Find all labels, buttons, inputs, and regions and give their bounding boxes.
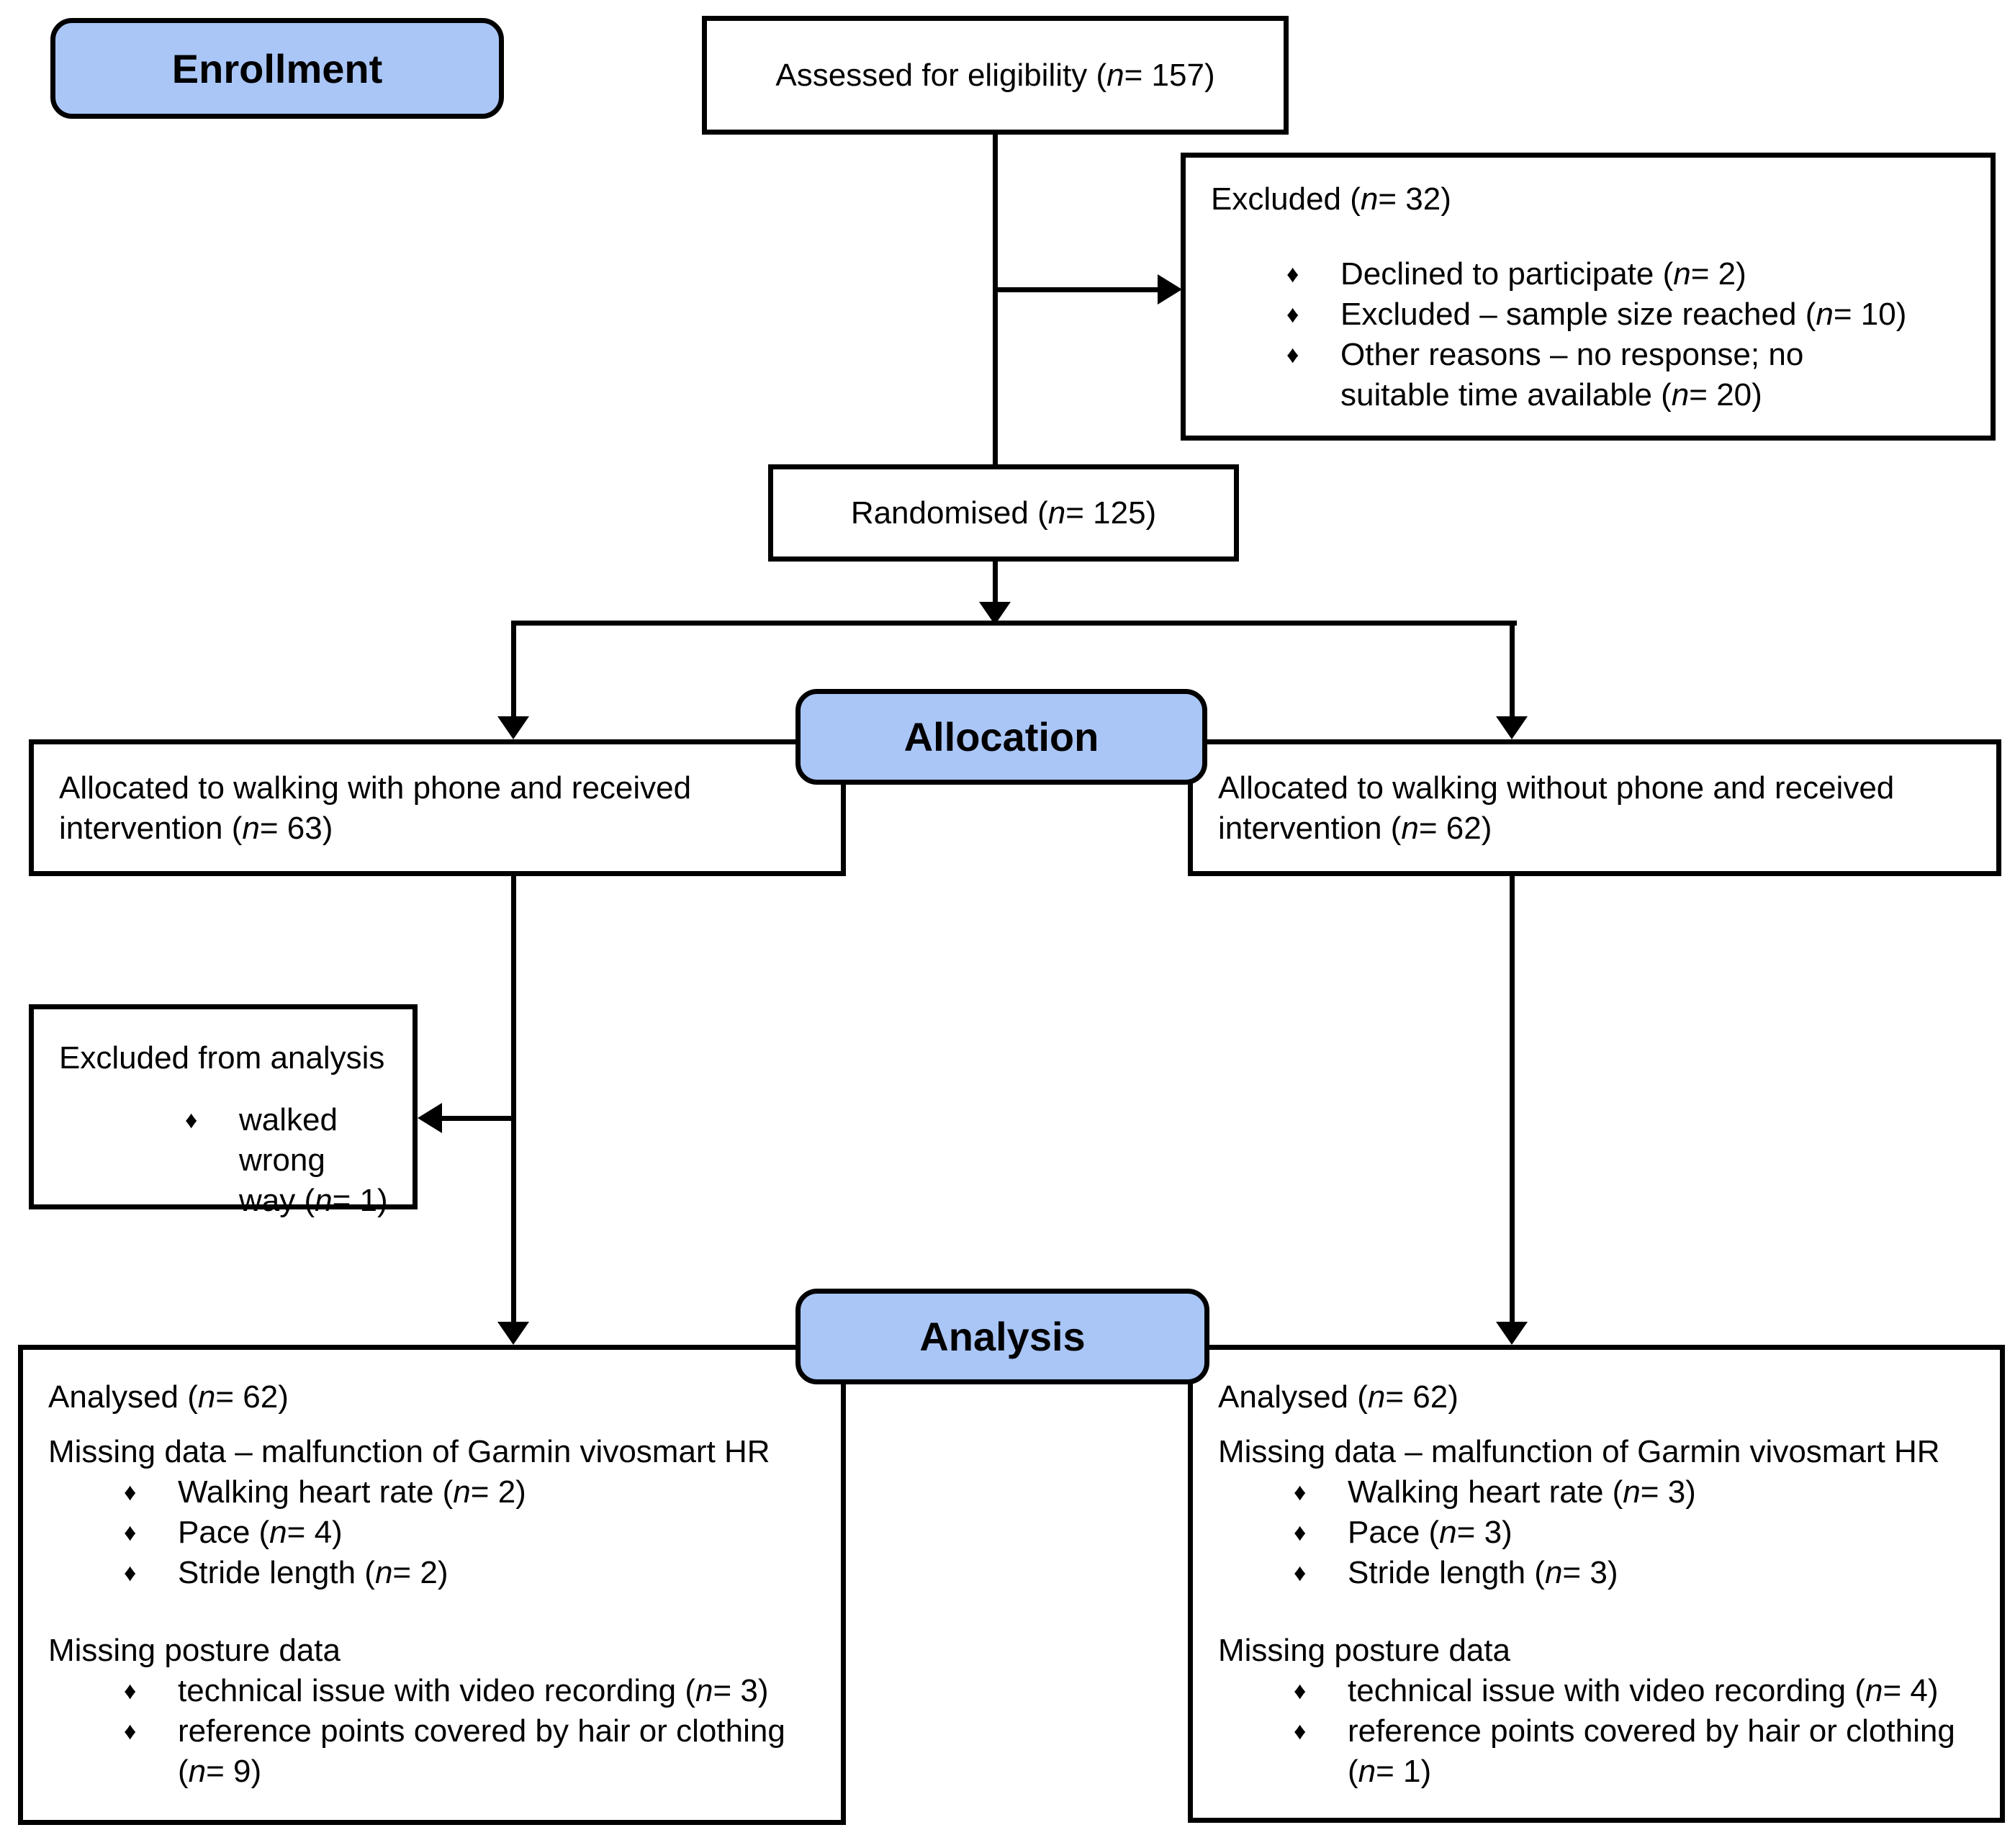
arrowhead-into-alloc-right bbox=[1496, 716, 1528, 739]
missing-posture-title: Missing posture data bbox=[1218, 1633, 1510, 1668]
connector-randomised-to-split bbox=[993, 562, 998, 603]
arrowhead-randomised-to-split bbox=[979, 602, 1011, 625]
list-item: ♦ reference points covered by hair or cl… bbox=[48, 1711, 823, 1792]
missing-data-bullet-text: Walking heart rate (n= 2) bbox=[178, 1474, 526, 1510]
diamond-bullet-icon: ♦ bbox=[1286, 341, 1299, 369]
missing-posture-bullet-text: reference points covered by hair or clot… bbox=[1348, 1713, 1955, 1789]
list-item: ♦ Excluded – sample size reached (n= 10) bbox=[1211, 294, 1973, 335]
diamond-bullet-icon: ♦ bbox=[1294, 1559, 1307, 1587]
allocated-with-phone-text: Allocated to walking with phone and rece… bbox=[59, 770, 692, 846]
diamond-bullet-icon: ♦ bbox=[124, 1559, 137, 1587]
connector-split-bar bbox=[511, 621, 1517, 626]
diamond-bullet-icon: ♦ bbox=[124, 1718, 137, 1745]
connector-to-excluded bbox=[995, 287, 1158, 292]
missing-data-bullet-text: Pace (n= 3) bbox=[1348, 1515, 1513, 1550]
connector-alloc-right-to-analysis bbox=[1510, 876, 1515, 1322]
missing-posture-bullet-text: reference points covered by hair or clot… bbox=[178, 1713, 785, 1789]
analysis-section-label-text: Analysis bbox=[919, 1314, 1086, 1359]
connector-assessed-to-randomised bbox=[993, 135, 998, 464]
connector-to-excluded-from-analysis bbox=[441, 1116, 513, 1121]
allocation-section-label-text: Allocation bbox=[903, 714, 1099, 760]
allocated-without-phone-box: Allocated to walking without phone and r… bbox=[1188, 739, 2001, 876]
analysis-section-label: Analysis bbox=[795, 1289, 1209, 1384]
arrowhead-into-excluded bbox=[1158, 274, 1182, 305]
diamond-bullet-icon: ♦ bbox=[124, 1519, 137, 1546]
diamond-bullet-icon: ♦ bbox=[1294, 1519, 1307, 1546]
missing-data-bullet-text: Stride length (n= 2) bbox=[178, 1555, 448, 1590]
excluded-from-analysis-title: Excluded from analysis bbox=[59, 1040, 385, 1076]
list-item: ♦ technical issue with video recording (… bbox=[48, 1671, 823, 1711]
assessed-for-eligibility-box: Assessed for eligibility (n= 157) bbox=[702, 16, 1289, 135]
missing-posture-title: Missing posture data bbox=[48, 1633, 341, 1668]
excluded-bullet-list: ♦ Declined to participate (n= 2) ♦ Exclu… bbox=[1211, 254, 1973, 415]
missing-data-bullet-text: Stride length (n= 3) bbox=[1348, 1555, 1618, 1590]
list-item: ♦ Stride length (n= 3) bbox=[1218, 1553, 1982, 1593]
missing-data-bullet-list: ♦ Walking heart rate (n= 2) ♦ Pace (n= 4… bbox=[48, 1472, 823, 1593]
list-item: ♦ Walking heart rate (n= 2) bbox=[48, 1472, 823, 1513]
arrowhead-into-alloc-left bbox=[497, 716, 529, 739]
randomised-text: Randomised (n= 125) bbox=[850, 495, 1157, 531]
analysed-text: Analysed (n= 62) bbox=[1218, 1379, 1459, 1415]
missing-data-title: Missing data – malfunction of Garmin viv… bbox=[1218, 1434, 1940, 1469]
arrowhead-into-analysis-left bbox=[497, 1322, 529, 1345]
allocated-without-phone-text: Allocated to walking without phone and r… bbox=[1218, 770, 1895, 846]
analysis-left-box: Analysed (n= 62) Missing data – malfunct… bbox=[18, 1345, 846, 1825]
list-item: ♦ Stride length (n= 2) bbox=[48, 1553, 823, 1593]
allocated-with-phone-box: Allocated to walking with phone and rece… bbox=[29, 739, 846, 876]
diamond-bullet-icon: ♦ bbox=[1294, 1479, 1307, 1506]
allocation-section-label: Allocation bbox=[795, 689, 1207, 785]
enrollment-section-label: Enrollment bbox=[50, 18, 504, 119]
arrowhead-into-analysis-right bbox=[1496, 1322, 1528, 1345]
list-item: ♦ Pace (n= 3) bbox=[1218, 1513, 1982, 1553]
excluded-title: Excluded (n= 32) bbox=[1211, 181, 1451, 217]
missing-data-bullet-text: Pace (n= 4) bbox=[178, 1515, 343, 1550]
connector-alloc-left-to-analysis bbox=[511, 876, 516, 1322]
excluded-bullet-text: Excluded – sample size reached (n= 10) bbox=[1340, 297, 1907, 332]
analysis-right-box: Analysed (n= 62) Missing data – malfunct… bbox=[1188, 1345, 2005, 1823]
diamond-bullet-icon: ♦ bbox=[185, 1106, 198, 1134]
list-item: ♦ Walking heart rate (n= 3) bbox=[1218, 1472, 1982, 1513]
diamond-bullet-icon: ♦ bbox=[1286, 261, 1299, 288]
list-item: ♦ reference points covered by hair or cl… bbox=[1218, 1711, 1982, 1792]
diamond-bullet-icon: ♦ bbox=[1294, 1677, 1307, 1705]
list-item: ♦ technical issue with video recording (… bbox=[1218, 1671, 1982, 1711]
missing-posture-bullet-text: technical issue with video recording (n=… bbox=[178, 1673, 769, 1708]
missing-data-bullet-text: Walking heart rate (n= 3) bbox=[1348, 1474, 1696, 1510]
arrowhead-into-excluded-from-analysis bbox=[418, 1103, 442, 1133]
excluded-bullet-text: Declined to participate (n= 2) bbox=[1340, 256, 1746, 292]
connector-split-to-alloc-right bbox=[1510, 621, 1515, 716]
missing-posture-bullet-text: technical issue with video recording (n=… bbox=[1348, 1673, 1939, 1708]
list-item: ♦ Declined to participate (n= 2) bbox=[1211, 254, 1973, 294]
missing-data-bullet-list: ♦ Walking heart rate (n= 3) ♦ Pace (n= 3… bbox=[1218, 1472, 1982, 1593]
list-item: ♦ Pace (n= 4) bbox=[48, 1513, 823, 1553]
randomised-box: Randomised (n= 125) bbox=[768, 464, 1239, 562]
diamond-bullet-icon: ♦ bbox=[124, 1677, 137, 1705]
excluded-box: Excluded (n= 32) ♦ Declined to participa… bbox=[1181, 153, 1996, 441]
enrollment-section-label-text: Enrollment bbox=[171, 45, 383, 91]
diamond-bullet-icon: ♦ bbox=[124, 1479, 137, 1506]
diamond-bullet-icon: ♦ bbox=[1294, 1718, 1307, 1745]
missing-data-title: Missing data – malfunction of Garmin viv… bbox=[48, 1434, 770, 1469]
missing-posture-bullet-list: ♦ technical issue with video recording (… bbox=[48, 1671, 823, 1792]
analysed-text: Analysed (n= 62) bbox=[48, 1379, 289, 1415]
connector-split-to-alloc-left bbox=[511, 621, 516, 716]
diamond-bullet-icon: ♦ bbox=[1286, 301, 1299, 328]
missing-posture-bullet-list: ♦ technical issue with video recording (… bbox=[1218, 1671, 1982, 1792]
assessed-text: Assessed for eligibility (n= 157) bbox=[775, 57, 1215, 93]
